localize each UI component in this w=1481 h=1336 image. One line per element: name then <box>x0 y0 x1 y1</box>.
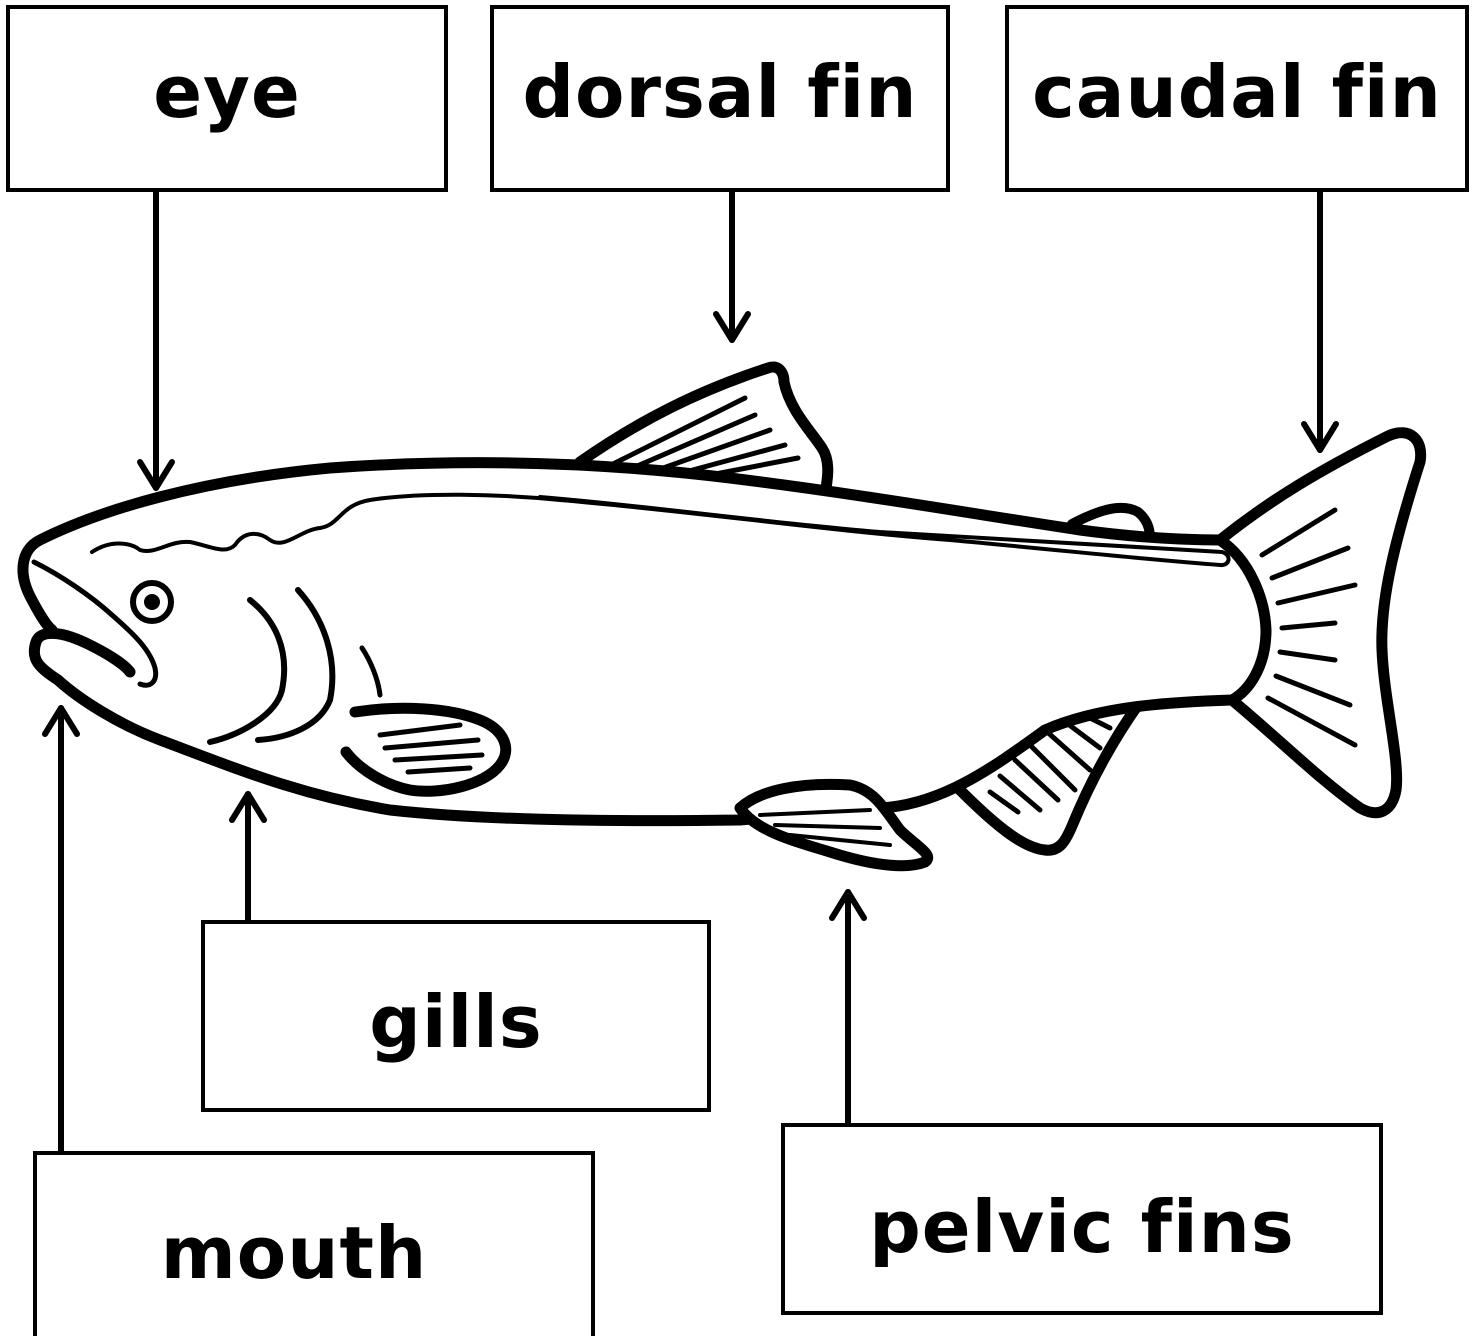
pectoral-fin <box>346 708 506 791</box>
gills-label-text: gills <box>369 980 542 1064</box>
mouth-label: mouth <box>33 1151 595 1336</box>
gills-label: gills <box>201 920 711 1112</box>
pelvic-fins-label-text: pelvic fins <box>869 1185 1295 1269</box>
pelvic-fins-label: pelvic fins <box>781 1123 1383 1315</box>
caudal-fin-label: caudal fin <box>1005 5 1469 192</box>
mouth-label-text: mouth <box>161 1211 427 1295</box>
eye-label-text: eye <box>153 50 301 134</box>
eye-label: eye <box>6 5 448 192</box>
dorsal-fin-label: dorsal fin <box>490 5 950 192</box>
dorsal-fin-label-text: dorsal fin <box>523 50 918 134</box>
mouth-arrow <box>45 708 77 1152</box>
caudal-fin-label-text: caudal fin <box>1032 50 1442 134</box>
pelvic-fins-arrow <box>832 892 864 1150</box>
dorsal-fin-arrow <box>716 192 748 340</box>
fish-eye <box>133 583 171 621</box>
eye-arrow <box>140 192 172 488</box>
caudal-fin-arrow <box>1304 192 1336 450</box>
